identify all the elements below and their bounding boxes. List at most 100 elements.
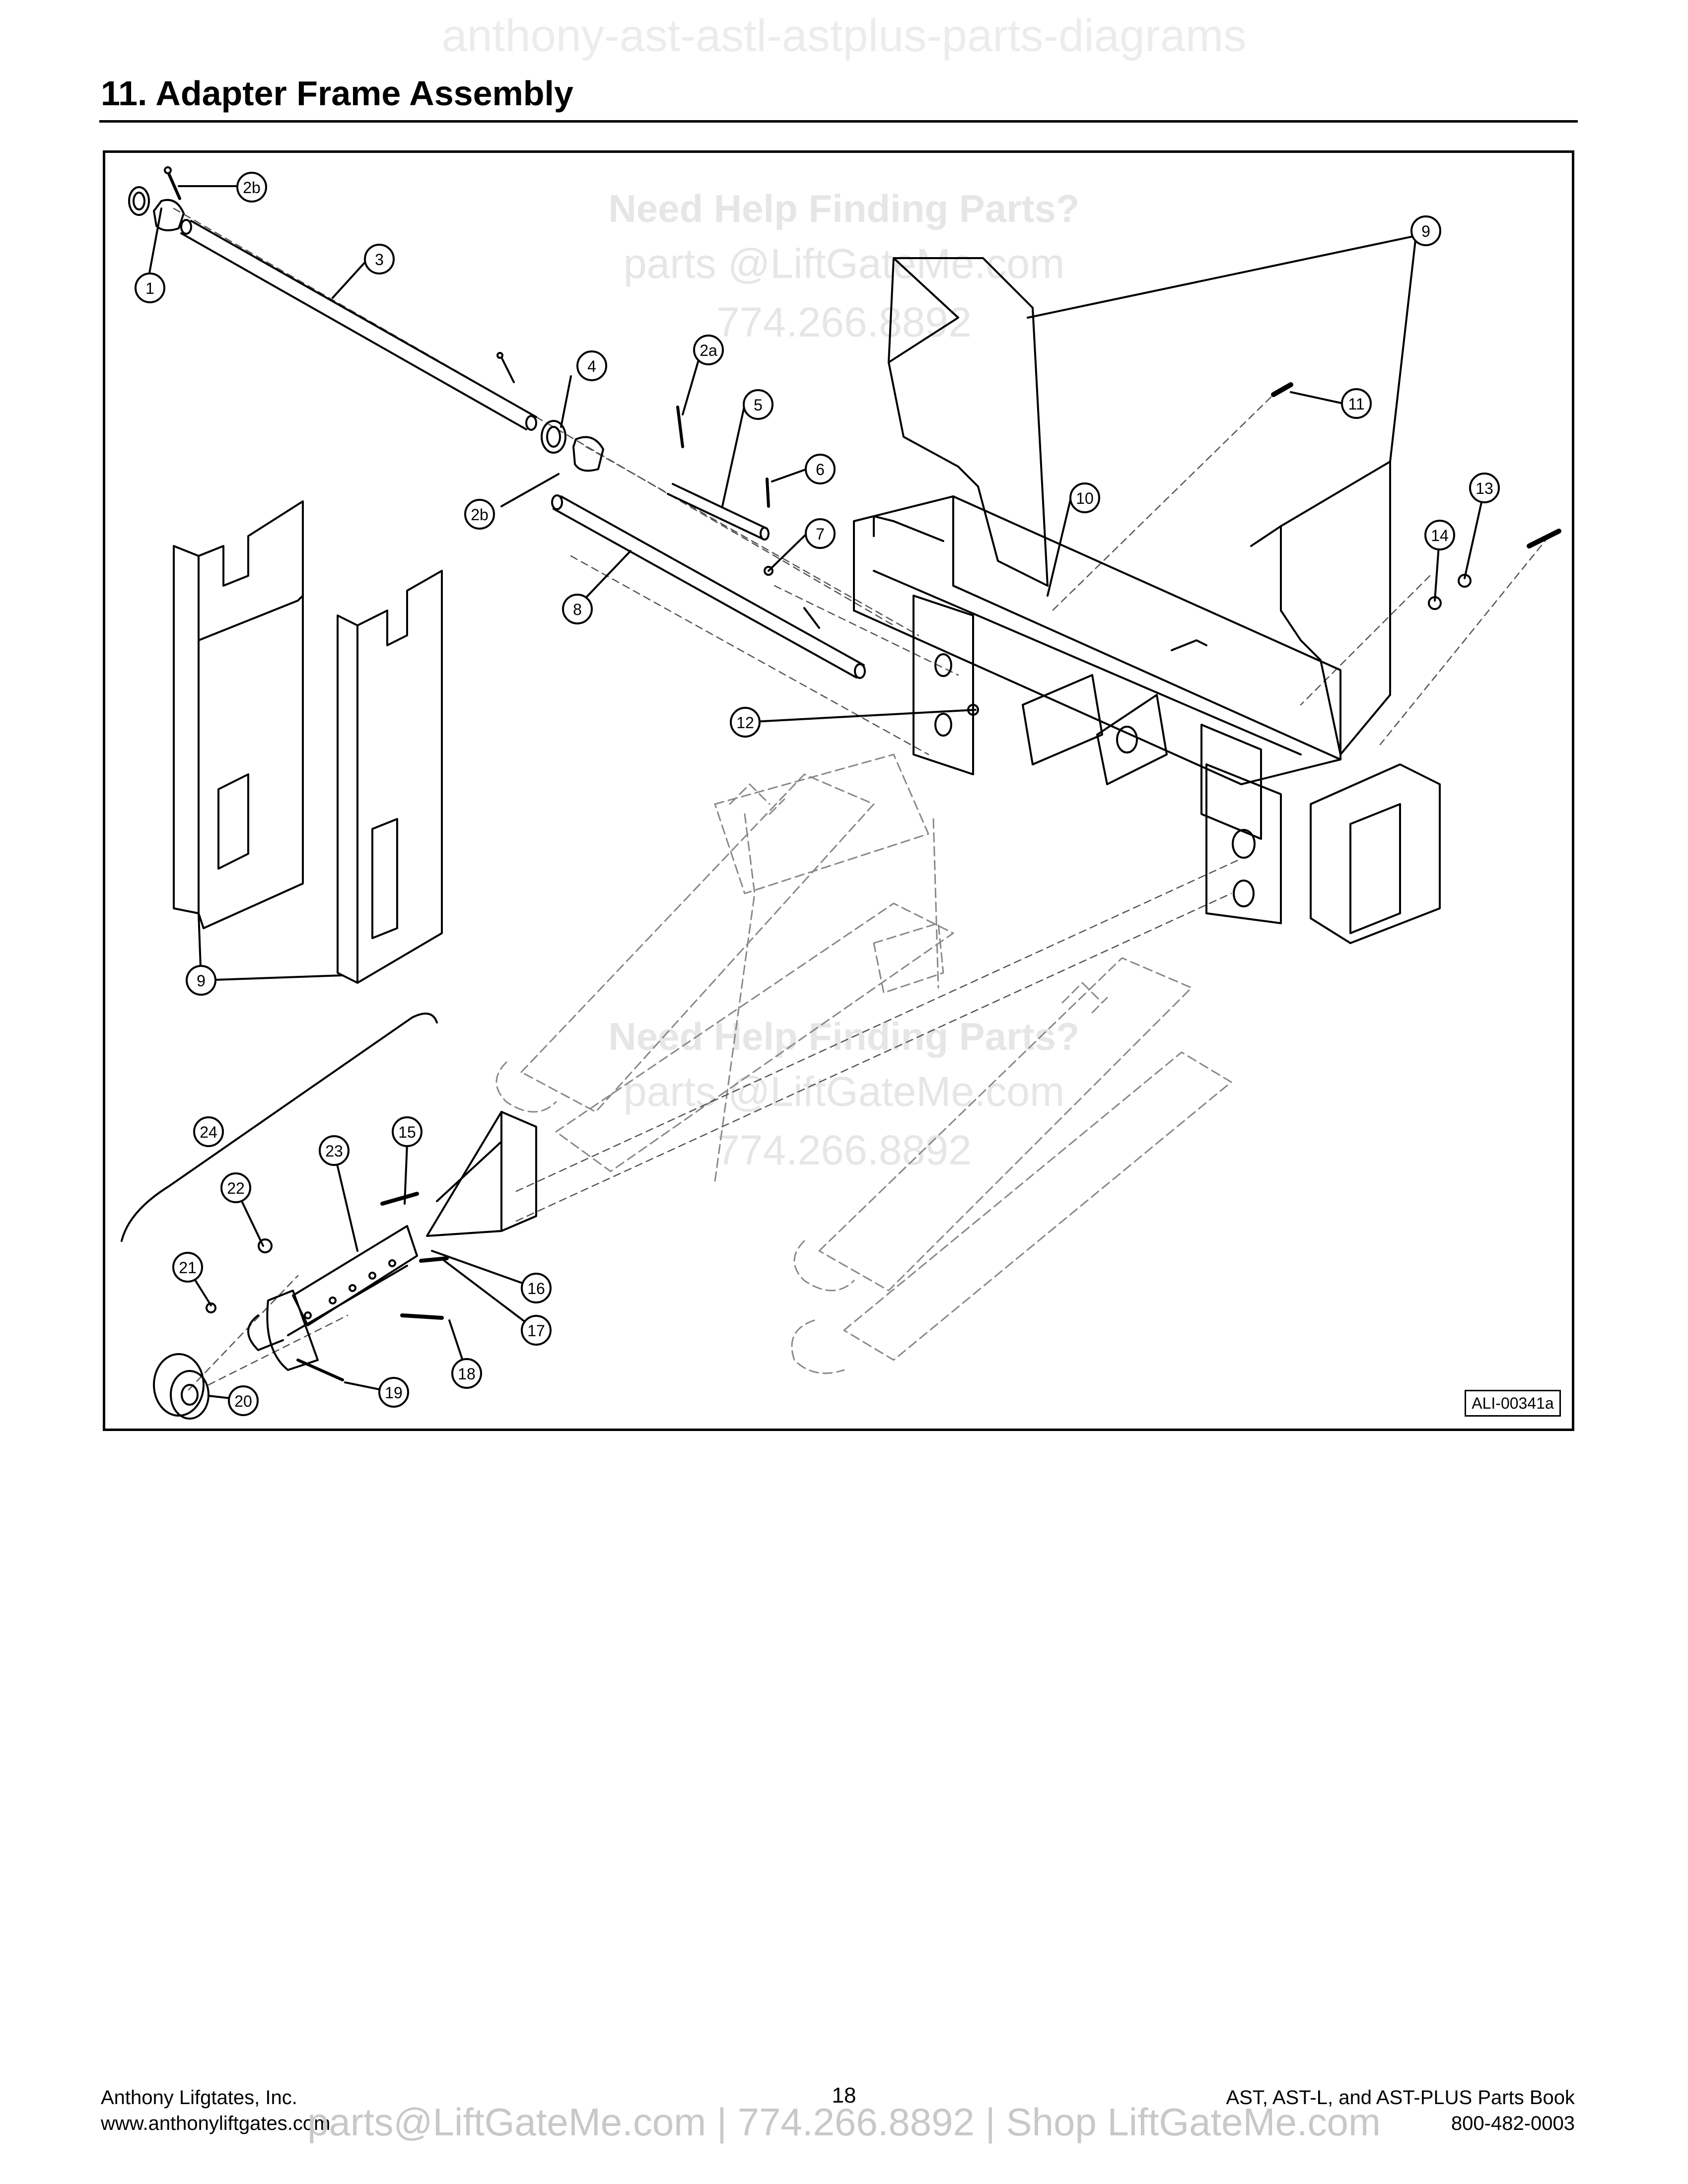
footer-watermark: parts@LiftGateMe.com | 774.266.8892 | Sh… <box>307 2100 1381 2144</box>
company-phone: 800-482-0003 <box>1451 2113 1575 2134</box>
callout-19 <box>378 1377 409 1408</box>
callout-label: 6 <box>816 461 825 478</box>
bolt-15 <box>380 1192 419 1206</box>
callout-8 <box>562 594 593 624</box>
callout-label: 9 <box>197 972 206 990</box>
callout-15 <box>392 1116 422 1147</box>
bolt-13 <box>1527 529 1561 548</box>
help-watermark-top: Need Help Finding Parts? parts @LiftGate… <box>496 185 1192 349</box>
callout-label: 17 <box>527 1322 545 1340</box>
company-website: www.anthonyliftgates.com <box>101 2113 331 2134</box>
help-line: Need Help Finding Parts? <box>608 1015 1080 1058</box>
callout-label: 9 <box>1421 222 1430 240</box>
pin-2a <box>676 406 684 448</box>
leader-lines <box>148 185 1485 1401</box>
callout-label: 21 <box>179 1259 197 1277</box>
callout-label: 12 <box>736 714 754 732</box>
drawing-id-box: ALI-00341a <box>1465 1390 1561 1417</box>
book-title: AST, AST-L, and AST-PLUS Parts Book <box>1226 2087 1575 2109</box>
callout-24 <box>193 1116 224 1147</box>
callout-21 <box>172 1252 203 1283</box>
callout-label: 14 <box>1431 527 1449 545</box>
callout-label: 22 <box>227 1179 245 1197</box>
header-watermark: anthony-ast-astl-astplus-parts-diagrams <box>441 10 1247 61</box>
email-line: parts @LiftGateMe.com <box>623 1068 1065 1115</box>
footer-left: Anthony Lifgtates, Inc. www.anthonyliftg… <box>101 2085 330 2136</box>
callout-label: 3 <box>375 251 384 269</box>
callout-4 <box>576 350 607 381</box>
washer-and-bushing-4 <box>541 420 604 472</box>
side-plates-right <box>888 257 1391 755</box>
callout-18 <box>451 1358 482 1389</box>
bolt-11 <box>1271 382 1293 397</box>
help-line: Need Help Finding Parts? <box>608 187 1080 230</box>
callout-label: 11 <box>1348 395 1364 413</box>
diagram-frame <box>103 150 1574 1431</box>
cotter-pin <box>500 356 515 383</box>
callout-9-left <box>186 965 216 996</box>
callout-3 <box>364 244 395 274</box>
callout-label: 2b <box>471 506 489 524</box>
callout-2b-mid <box>464 499 495 530</box>
nut-7 <box>764 566 774 576</box>
callout-label: 16 <box>527 1280 545 1297</box>
callout-label: 10 <box>1076 489 1094 507</box>
callout-label: 24 <box>200 1123 217 1141</box>
title-rule <box>99 120 1578 123</box>
callout-12 <box>730 707 761 738</box>
callout-labels: 2b 1 3 4 2b 2a 5 6 7 8 9 11 10 13 14 12 … <box>145 179 1493 1410</box>
roller-wheel-20 <box>153 1353 210 1420</box>
arm-bracket-assembly <box>247 1111 537 1371</box>
company-name: Anthony Lifgtates, Inc. <box>101 2087 297 2109</box>
bolt-19 <box>296 1359 344 1381</box>
callout-label: 4 <box>587 357 596 375</box>
side-plates-left <box>173 500 443 984</box>
callout-label: 18 <box>458 1365 476 1383</box>
callout-11 <box>1341 388 1372 419</box>
callout-17 <box>521 1315 552 1346</box>
phone-line: 774.266.8892 <box>716 1127 972 1173</box>
callout-10 <box>1069 482 1100 513</box>
bolt-18 <box>400 1313 444 1320</box>
callout-label: 1 <box>145 279 154 297</box>
phone-line: 774.266.8892 <box>716 299 972 345</box>
callout-label: 5 <box>754 396 763 414</box>
callout-13 <box>1469 473 1500 503</box>
nut-22 <box>258 1238 273 1253</box>
shaft-part-3 <box>180 219 537 431</box>
callout-2a <box>693 335 724 365</box>
callout-label: 23 <box>325 1142 343 1160</box>
callout-label: 13 <box>1476 479 1493 497</box>
callout-22 <box>220 1172 251 1203</box>
callout-label: 2a <box>700 341 717 359</box>
callout-label: 19 <box>385 1384 403 1402</box>
callout-23 <box>319 1135 350 1166</box>
callout-label: 2b <box>243 179 261 197</box>
washer-and-bushing-parts <box>128 166 185 231</box>
callout-9-right <box>1410 215 1441 246</box>
bolt-17 <box>419 1256 449 1263</box>
callout-7 <box>805 518 836 549</box>
callout-label: 15 <box>398 1123 416 1141</box>
section-title: 11. Adapter Frame Assembly <box>101 74 573 113</box>
callout-label: 20 <box>234 1392 252 1410</box>
callout-14 <box>1424 520 1455 550</box>
callout-6 <box>805 454 836 484</box>
nut-21 <box>206 1302 216 1313</box>
callout-label: 7 <box>816 525 825 543</box>
shaft-part-8 <box>551 494 866 679</box>
bolt-6 <box>766 478 770 508</box>
callout-label: 8 <box>573 601 582 618</box>
footer-right: AST, AST-L, and AST-PLUS Parts Book 800-… <box>1226 2085 1575 2136</box>
callout-20 <box>228 1385 259 1416</box>
email-line: parts @LiftGateMe.com <box>623 240 1065 287</box>
callout-1 <box>135 273 165 303</box>
kit-bracket-24 <box>121 1013 438 1242</box>
help-watermark-middle: Need Help Finding Parts? parts @LiftGate… <box>496 1013 1192 1177</box>
callout-2b-top <box>236 172 267 203</box>
callout-16 <box>521 1273 552 1303</box>
callout-5 <box>743 389 774 420</box>
cotter-pin-8 <box>803 607 820 629</box>
phantom-lift-arms <box>495 753 1232 1374</box>
